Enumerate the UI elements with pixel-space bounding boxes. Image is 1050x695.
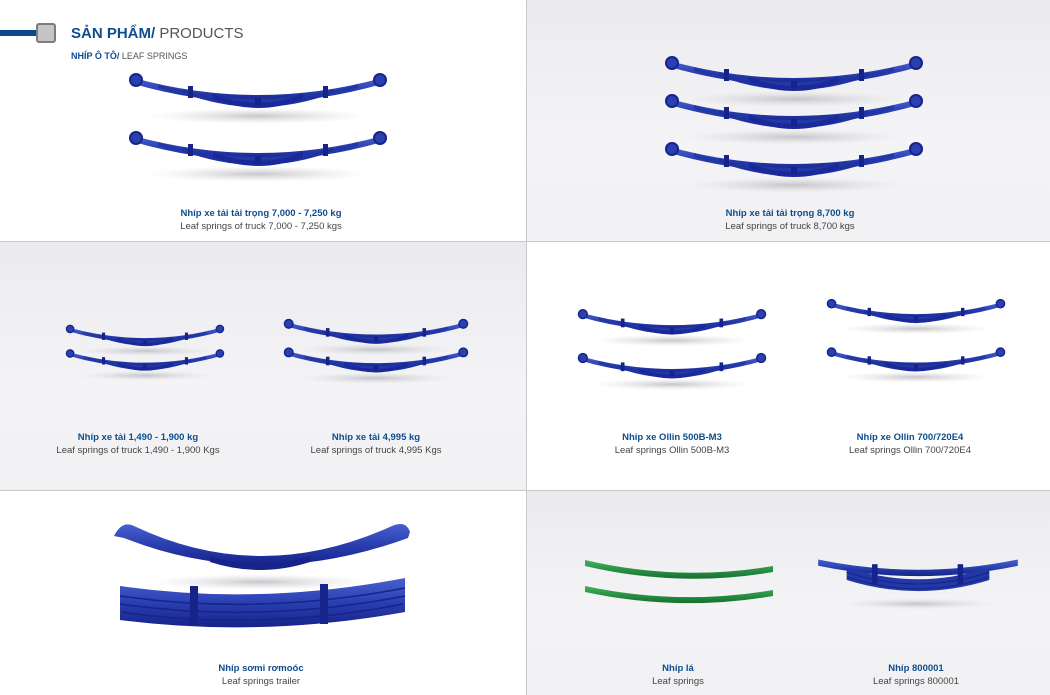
caption-en: Leaf springs Ollin 500B-M3 xyxy=(614,445,730,456)
caption-en: Leaf springs 800001 xyxy=(872,676,960,687)
caption-vn: Nhíp xe Ollin 500B-M3 xyxy=(622,432,722,443)
page-subtitle-vn: NHÍP Ô TÔ/ xyxy=(71,51,120,61)
caption-ollin-700: Nhíp xe Ollin 700/720E4 Leaf springs Oll… xyxy=(849,432,971,457)
spring-image-truck-1490 xyxy=(65,324,225,382)
spring-image-ollin-500b xyxy=(577,309,767,391)
spring-image-truck-7000 xyxy=(129,73,387,183)
caption-en: Leaf springs trailer xyxy=(221,676,301,687)
caption-vn: Nhíp xe tải tải trọng 7,000 - 7,250 kg xyxy=(180,208,342,219)
caption-leaf: Nhíp lá Leaf springs xyxy=(652,663,704,688)
spring-image-trailer xyxy=(114,524,410,628)
spring-image-leaf xyxy=(585,560,773,604)
spring-image-800001 xyxy=(818,559,1018,610)
caption-truck-4995: Nhíp xe tải 4,995 kg Leaf springs of tru… xyxy=(311,432,442,457)
caption-truck-8700: Nhíp xe tải tải trọng 8,700 kg Leaf spri… xyxy=(725,208,854,233)
caption-vn: Nhíp 800001 xyxy=(888,663,944,674)
panel-truck-light xyxy=(0,242,526,490)
page-title-vn: SẢN PHẨM/ xyxy=(71,25,156,42)
caption-ollin-500b: Nhíp xe Ollin 500B-M3 Leaf springs Ollin… xyxy=(615,432,730,457)
caption-en: Leaf springs xyxy=(652,676,704,687)
page-subtitle: NHÍP Ô TÔ/ LEAF SPRINGS xyxy=(71,51,187,61)
column-divider xyxy=(526,0,527,695)
row-divider-1 xyxy=(0,241,1050,242)
page-subtitle-en: LEAF SPRINGS xyxy=(119,51,188,61)
caption-truck-1490: Nhíp xe tải 1,490 - 1,900 kg Leaf spring… xyxy=(56,432,219,457)
caption-vn: Nhíp xe tải 1,490 - 1,900 kg xyxy=(77,432,199,443)
caption-en: Leaf springs of truck 8,700 kgs xyxy=(725,221,855,232)
caption-en: Leaf springs of truck 7,000 - 7,250 kgs xyxy=(180,221,342,232)
row-divider-2 xyxy=(0,490,1050,491)
caption-en: Leaf springs Ollin 700/720E4 xyxy=(849,445,971,456)
caption-en: Leaf springs of truck 4,995 Kgs xyxy=(310,445,442,456)
spring-image-ollin-700 xyxy=(826,298,1006,384)
page-title: SẢN PHẨM/ PRODUCTS xyxy=(71,25,244,42)
caption-truck-7000: Nhíp xe tải tải trọng 7,000 - 7,250 kg L… xyxy=(180,208,342,233)
caption-800001: Nhíp 800001 Leaf springs 800001 xyxy=(873,663,959,688)
caption-vn: Nhíp lá xyxy=(662,663,694,674)
spring-image-truck-8700 xyxy=(665,56,923,194)
caption-trailer: Nhíp sơmi rơmoóc Leaf springs trailer xyxy=(218,663,303,688)
page-title-en: PRODUCTS xyxy=(155,25,244,42)
caption-en: Leaf springs of truck 1,490 - 1,900 Kgs xyxy=(56,445,220,456)
header-square-icon xyxy=(36,23,56,43)
panel-trailer xyxy=(0,491,526,695)
caption-vn: Nhíp sơmi rơmoóc xyxy=(218,663,304,674)
caption-vn: Nhíp xe tải tải trọng 8,700 kg xyxy=(725,208,855,219)
header-accent-bar xyxy=(0,30,36,36)
caption-vn: Nhíp xe tải 4,995 kg xyxy=(331,432,421,443)
spring-image-truck-4995 xyxy=(283,318,469,385)
caption-vn: Nhíp xe Ollin 700/720E4 xyxy=(856,432,964,443)
